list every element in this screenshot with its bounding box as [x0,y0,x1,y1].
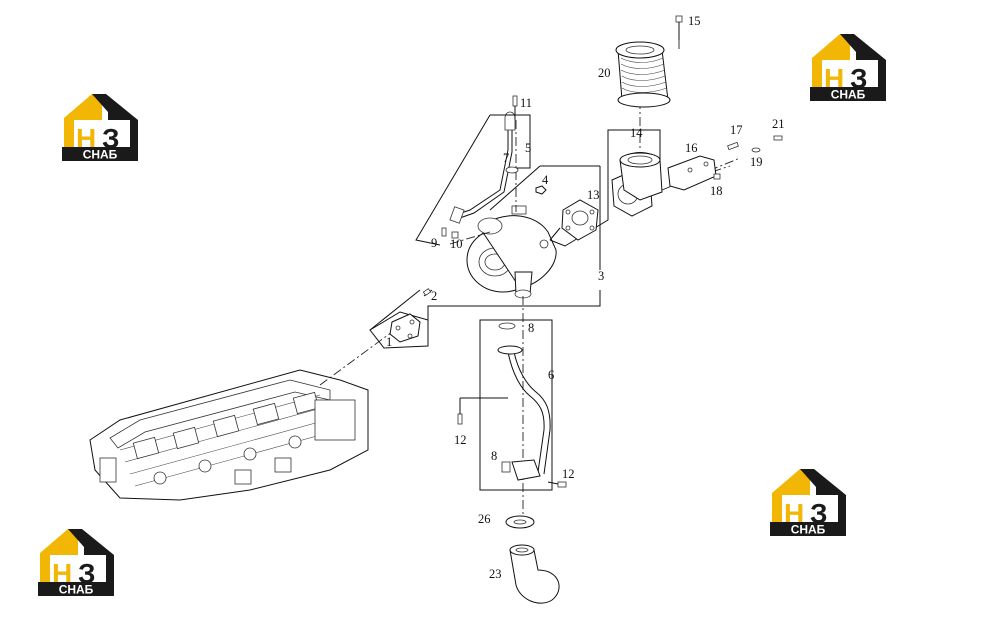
callout-11: 11 [520,96,532,110]
svg-text:З: З [78,558,96,589]
callout-14: 14 [630,126,643,140]
callout-7: 7 [503,151,509,165]
callout-8-lower: 8 [491,449,497,463]
gasket-13 [561,199,599,241]
callout-12-right: 12 [562,467,575,481]
nut-4 [535,185,547,195]
logo-word: СНАБ [83,148,118,162]
callout-4: 4 [542,173,549,187]
oil-supply-pipe [449,111,516,224]
svg-text:СНАБ: СНАБ [791,523,826,537]
flexible-bellows-20 [615,41,671,108]
callout-16: 16 [685,141,698,155]
stud-2 [422,288,433,297]
svg-text:З: З [102,123,120,154]
callout-5: 5 [525,141,531,155]
brand-logo-bottom-right: Н З СНАБ [770,469,846,537]
callout-18: 18 [710,184,723,198]
bolt-15 [675,15,683,40]
svg-text:Н: Н [52,558,72,589]
bolt-17 [727,141,739,151]
gasket-8-upper [498,322,516,330]
engine-cylinder-head [89,369,369,501]
svg-text:Н: Н [824,63,844,94]
svg-text:З: З [850,63,868,94]
support-bracket-16 [667,155,717,191]
oil-return-pipe [497,345,551,481]
callout-17: 17 [730,123,743,137]
bolt-9 [441,227,447,237]
svg-text:СНАБ: СНАБ [831,88,866,102]
callout-13: 13 [587,188,600,202]
banjo-bolt-11 [512,95,518,120]
brand-logo-bottom-left: Н З СНАБ [38,529,114,597]
callout-10: 10 [450,237,463,251]
gasket-exhaust-flange [369,311,429,349]
washer-10 [451,231,459,239]
bolt-12-left [457,397,508,425]
exhaust-elbow-14 [611,152,663,217]
svg-text:СНАБ: СНАБ [59,583,94,597]
callout-19: 19 [750,155,763,169]
callout-26: 26 [478,512,491,526]
callout-15: 15 [688,14,701,28]
callout-21: 21 [772,117,785,131]
bolt-21 [773,135,783,141]
callout-2: 2 [431,289,437,303]
callout-1: 1 [386,335,392,349]
callout-8-upper: 8 [528,321,534,335]
turbocharger [466,205,557,299]
bolt-12-right [547,481,567,488]
callout-6: 6 [548,368,554,382]
elbow-pipe-23 [509,544,560,604]
washer-19 [751,147,761,153]
clamp-8-lower [501,461,511,473]
gasket-7 [505,166,519,174]
seal-ring-26 [505,515,535,529]
callout-23: 23 [489,567,502,581]
callout-12-left: 12 [454,433,467,447]
logo-letters: Н [76,123,96,154]
brand-logo-top-left: Н З СНАБ [62,94,138,162]
svg-text:З: З [810,498,828,529]
callout-labels: 1 2 3 4 5 6 7 8 8 9 10 11 12 12 13 14 15… [386,14,785,581]
callout-3: 3 [598,269,604,283]
nut-18 [713,173,721,180]
callout-20: 20 [598,66,611,80]
svg-text:Н: Н [784,498,804,529]
brand-logo-top-right: Н З СНАБ [810,34,886,102]
callout-9: 9 [431,236,437,250]
